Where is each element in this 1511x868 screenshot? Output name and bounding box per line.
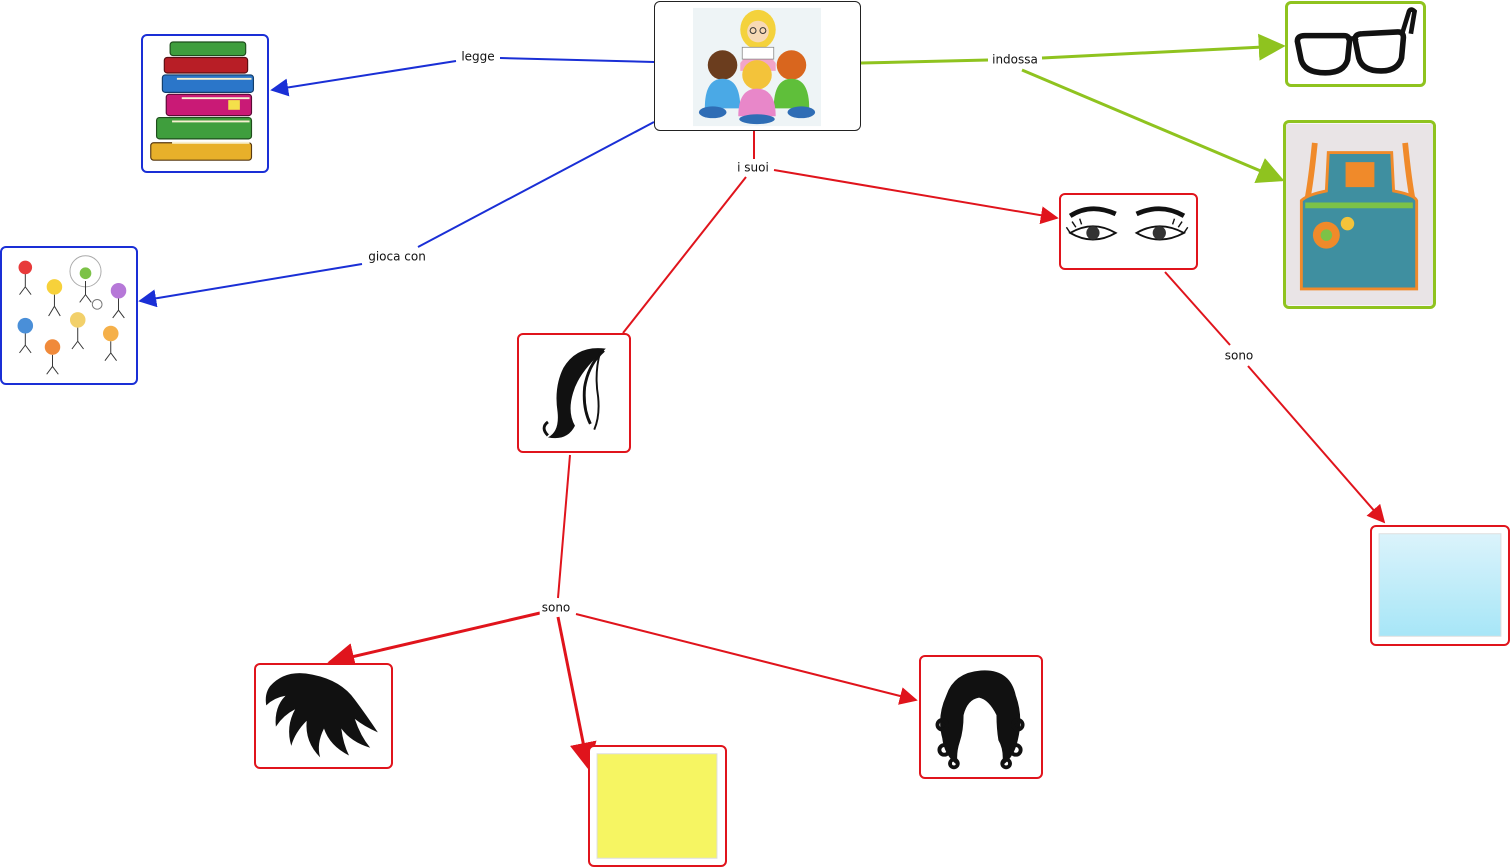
link-isuoi-line-3 (622, 176, 747, 334)
link-isuoi-line-2 (773, 169, 1059, 225)
yellow-color-swatch (596, 753, 718, 859)
light-blue-color-swatch (1378, 533, 1502, 637)
glasses-node[interactable] (1285, 1, 1426, 87)
link-gioca-line-2 (138, 263, 363, 308)
link-legge-line-2 (270, 60, 457, 97)
apron-node[interactable] (1283, 120, 1436, 309)
link-label-gioca-con: gioca con (366, 249, 428, 265)
long-wavy-hair-picture (265, 673, 378, 758)
link-gioca-line-1 (417, 121, 655, 248)
link-indossa-line-2 (1041, 33, 1286, 61)
eyes-picture (1065, 206, 1189, 241)
link-indossa-line-1 (860, 58, 989, 65)
link-legge-line-1 (499, 57, 655, 63)
curly-hair-node[interactable] (919, 655, 1043, 779)
book-stack-picture (150, 41, 255, 161)
link-sono-hair-line-4 (575, 613, 918, 705)
yellow-swatch-node[interactable] (588, 745, 727, 867)
hair-node[interactable] (517, 333, 631, 453)
books-node[interactable] (141, 34, 269, 173)
eyeglasses-picture (1294, 7, 1418, 76)
link-label-legge: legge (459, 49, 497, 65)
teacher-node[interactable] (654, 1, 861, 131)
link-label-sono-eyes: sono (1222, 348, 1256, 364)
link-sono-hair-line-2 (327, 611, 541, 670)
children-playing-picture (17, 255, 127, 375)
link-label-sono-hair: sono (539, 600, 573, 616)
long-hair-node[interactable] (254, 663, 393, 769)
link-label-i-suoi: i suoi (735, 160, 771, 176)
hair-picture (542, 348, 606, 439)
eyes-node[interactable] (1059, 193, 1198, 270)
link-sono-hair-line-3 (556, 616, 597, 770)
apron-picture (1286, 123, 1433, 306)
link-sono-eyes-line-2 (1247, 365, 1386, 524)
link-indossa-line-3 (1021, 68, 1285, 183)
link-sono-eyes-line-1 (1164, 271, 1231, 346)
blue-swatch-node[interactable] (1370, 525, 1510, 646)
teacher-children-picture (693, 7, 822, 127)
link-sono-hair-line-1 (557, 454, 571, 599)
link-label-indossa: indossa (990, 52, 1040, 68)
curly-hair-picture (935, 670, 1025, 770)
kids-node[interactable] (0, 246, 138, 385)
